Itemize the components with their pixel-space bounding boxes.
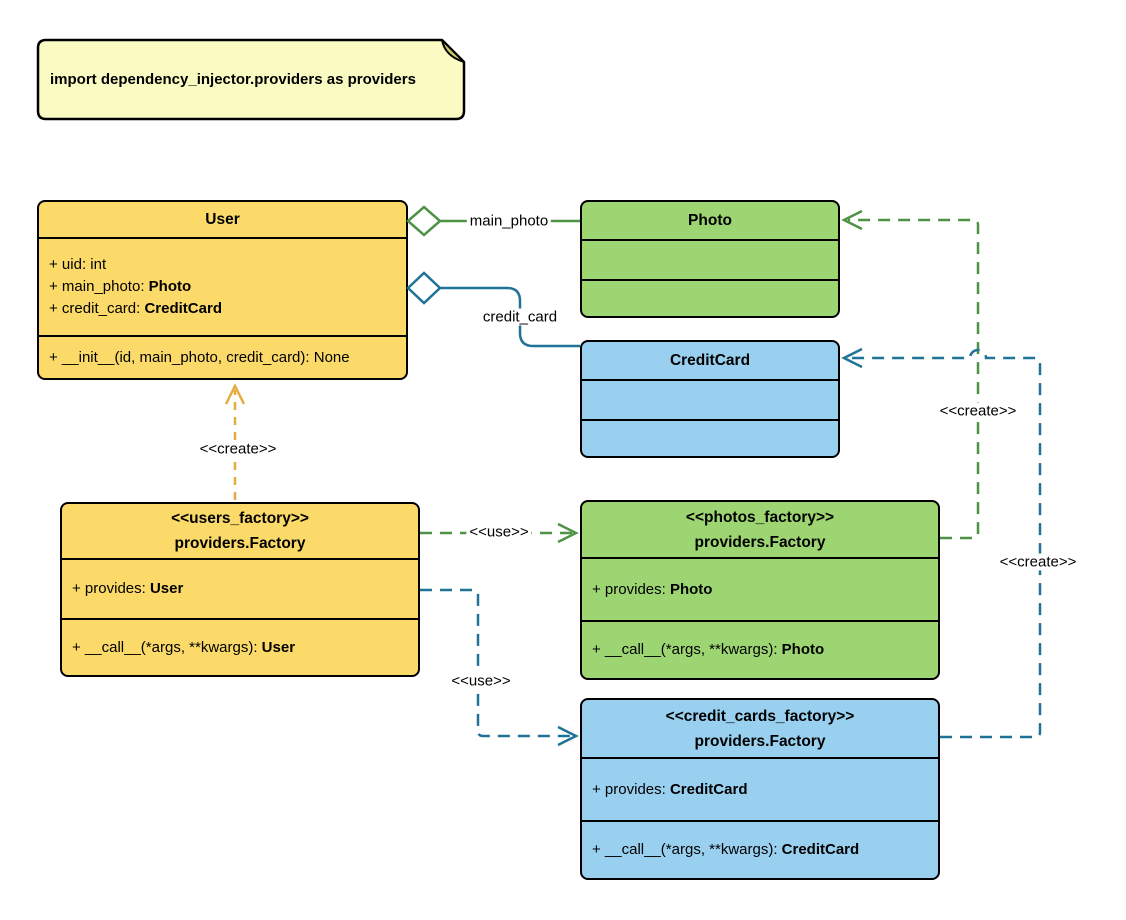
arrowhead-icon bbox=[557, 522, 579, 544]
class-methods bbox=[582, 419, 838, 456]
class-attributes: + uid: int + main_photo: Photo + credit_ca… bbox=[39, 237, 406, 335]
class-member: + __call__(*args, **kwargs): Photo bbox=[592, 641, 825, 658]
note-text: import dependency_injector.providers as … bbox=[50, 71, 416, 88]
class-credit-cards-factory: <<credit_cards_factory>> providers.Facto… bbox=[580, 698, 940, 880]
class-methods: + __init__(id, main_photo, credit_card):… bbox=[39, 335, 406, 378]
class-attributes bbox=[582, 379, 838, 419]
note-shape bbox=[36, 38, 466, 121]
class-member: + uid: int bbox=[49, 256, 107, 273]
class-title: Photo bbox=[582, 202, 838, 239]
aggregation-diamond-icon bbox=[406, 205, 442, 237]
class-name: providers.Factory bbox=[694, 732, 826, 750]
class-title: <<credit_cards_factory>> providers.Facto… bbox=[582, 700, 938, 757]
edge-label-create-user: <<create>> bbox=[196, 440, 280, 458]
class-title: User bbox=[39, 202, 406, 237]
class-name: User bbox=[205, 211, 240, 228]
class-member: + __call__(*args, **kwargs): CreditCard bbox=[592, 841, 860, 858]
class-users-factory: <<users_factory>> providers.Factory + pr… bbox=[60, 502, 420, 677]
class-name: providers.Factory bbox=[694, 533, 826, 551]
class-name: Photo bbox=[688, 212, 732, 229]
note-body-shape bbox=[36, 38, 466, 121]
edge-label-main-photo: main_photo bbox=[466, 212, 552, 230]
class-methods: + __call__(*args, **kwargs): User bbox=[62, 618, 418, 675]
class-attributes: + provides: User bbox=[62, 558, 418, 618]
class-title: <<photos_factory>> providers.Factory bbox=[582, 502, 938, 557]
edge-label-create-credit-cards: <<create>> bbox=[996, 553, 1080, 571]
class-photo: Photo bbox=[580, 200, 840, 318]
class-creditcard: CreditCard bbox=[580, 340, 840, 458]
class-stereotype: <<credit_cards_factory>> bbox=[665, 707, 855, 725]
class-stereotype: <<users_factory>> bbox=[171, 510, 309, 527]
uml-note: import dependency_injector.providers as … bbox=[36, 37, 468, 123]
class-member: + provides: Photo bbox=[592, 580, 713, 598]
class-name: providers.Factory bbox=[174, 535, 306, 552]
edge-label-use-credit-cards: <<use>> bbox=[448, 672, 514, 690]
arrowhead-icon bbox=[557, 725, 579, 747]
class-member: + provides: User bbox=[72, 580, 184, 597]
arrowhead-icon bbox=[841, 209, 863, 231]
class-methods: + __call__(*args, **kwargs): Photo bbox=[582, 620, 938, 678]
note-fold-icon bbox=[441, 39, 465, 63]
class-stereotype: <<photos_factory>> bbox=[685, 508, 835, 526]
class-attributes: + provides: Photo bbox=[582, 557, 938, 620]
edge-create-photo bbox=[841, 209, 980, 540]
class-title: CreditCard bbox=[582, 342, 838, 379]
class-photos-factory: <<photos_factory>> providers.Factory + p… bbox=[580, 500, 940, 680]
edge-use-credit-cards-factory bbox=[420, 588, 579, 747]
class-attributes bbox=[582, 239, 838, 279]
dependency-line bbox=[420, 588, 572, 738]
class-methods bbox=[582, 279, 838, 316]
edge-label-use-photos: <<use>> bbox=[466, 523, 532, 541]
arrowhead-icon bbox=[841, 347, 863, 369]
class-member: + __call__(*args, **kwargs): User bbox=[72, 638, 296, 656]
class-user: User + uid: int + main_photo: Photo + cred… bbox=[37, 200, 408, 380]
class-methods: + __call__(*args, **kwargs): CreditCard bbox=[582, 820, 938, 878]
class-attributes: + provides: CreditCard bbox=[582, 757, 938, 820]
class-member: + credit_card: CreditCard bbox=[49, 300, 222, 317]
edge-label-create-photos: <<create>> bbox=[936, 402, 1020, 420]
class-member: + __init__(id, main_photo, credit_card):… bbox=[49, 348, 350, 366]
class-member: + main_photo: Photo bbox=[49, 278, 192, 295]
dependency-line bbox=[848, 218, 980, 540]
arrowhead-icon bbox=[224, 383, 246, 405]
edge-label-credit-card: credit_card bbox=[479, 308, 561, 326]
class-name: CreditCard bbox=[669, 352, 751, 369]
class-title: <<users_factory>> providers.Factory bbox=[62, 504, 418, 558]
aggregation-diamond-icon bbox=[406, 271, 442, 305]
class-member: + provides: CreditCard bbox=[592, 780, 748, 798]
